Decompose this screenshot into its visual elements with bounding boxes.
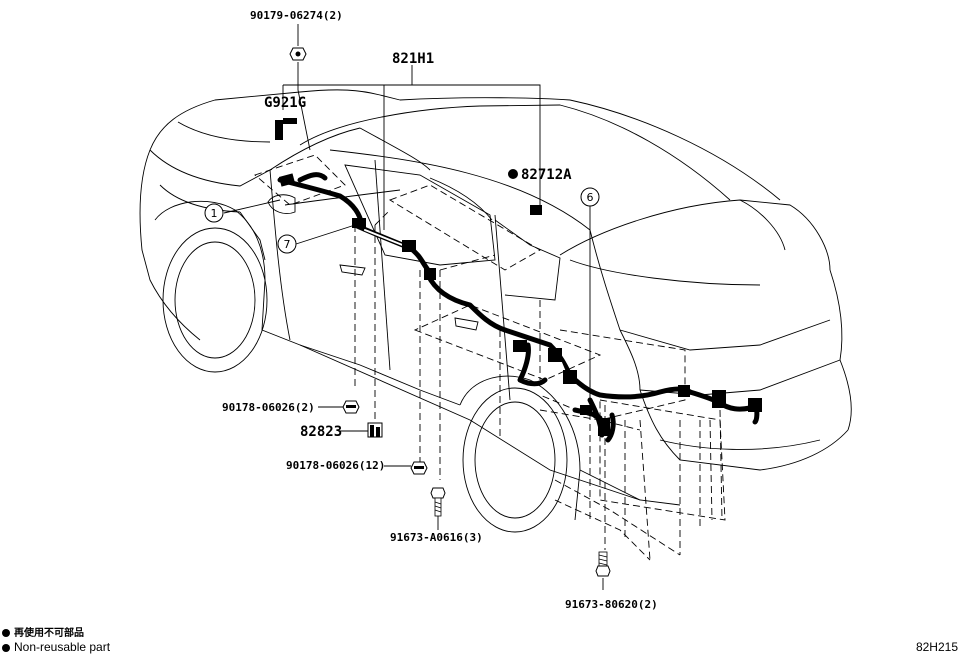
routing-guides (254, 154, 726, 561)
nut-icon (410, 461, 428, 475)
connectors (275, 118, 762, 436)
part-label-91673-A0616: 91673-A0616(3) (390, 531, 483, 544)
callout-1: 1 (204, 203, 224, 223)
leader-lines (223, 24, 604, 590)
part-label-90178-06026-2: 90178-06026(2) (222, 401, 315, 414)
part-label-82823: 82823 (300, 424, 342, 440)
legend-english: Non-reusable part (0, 640, 110, 654)
callout-6: 6 (580, 187, 600, 207)
part-label-821H1: 821H1 (392, 51, 434, 67)
callout-7: 7 (277, 234, 297, 254)
part-label-91673-80620: 91673-80620(2) (565, 598, 658, 611)
non-reusable-dot-icon (2, 629, 10, 637)
legend-jp-text: 再使用不可部品 (14, 628, 84, 639)
callout-number: 6 (587, 191, 594, 204)
side-mirror (267, 194, 296, 214)
bolt-icon (595, 551, 611, 577)
part-label-G921G: G921G (264, 95, 306, 111)
callout-number: 1 (211, 207, 218, 220)
part-label-82712A: 82712A (521, 167, 572, 183)
clip-icon (367, 422, 383, 438)
vehicle-outline (139, 89, 852, 533)
callout-number: 7 (284, 238, 291, 251)
legend-en-text: Non-reusable part (14, 640, 111, 654)
non-reusable-dot-icon (2, 643, 10, 652)
nut-icon (342, 400, 360, 414)
diagram-code: 82H215 (915, 640, 958, 654)
non-reusable-marker-icon (508, 169, 518, 179)
part-label-90179-06274: 90179-06274(2) (250, 9, 343, 22)
legend-japanese: 再使用不可部品 (0, 624, 84, 639)
part-label-90178-06026-12: 90178-06026(12) (286, 459, 385, 472)
bolt-icon (430, 487, 446, 517)
fasteners (289, 47, 611, 577)
nut-icon (289, 47, 307, 61)
